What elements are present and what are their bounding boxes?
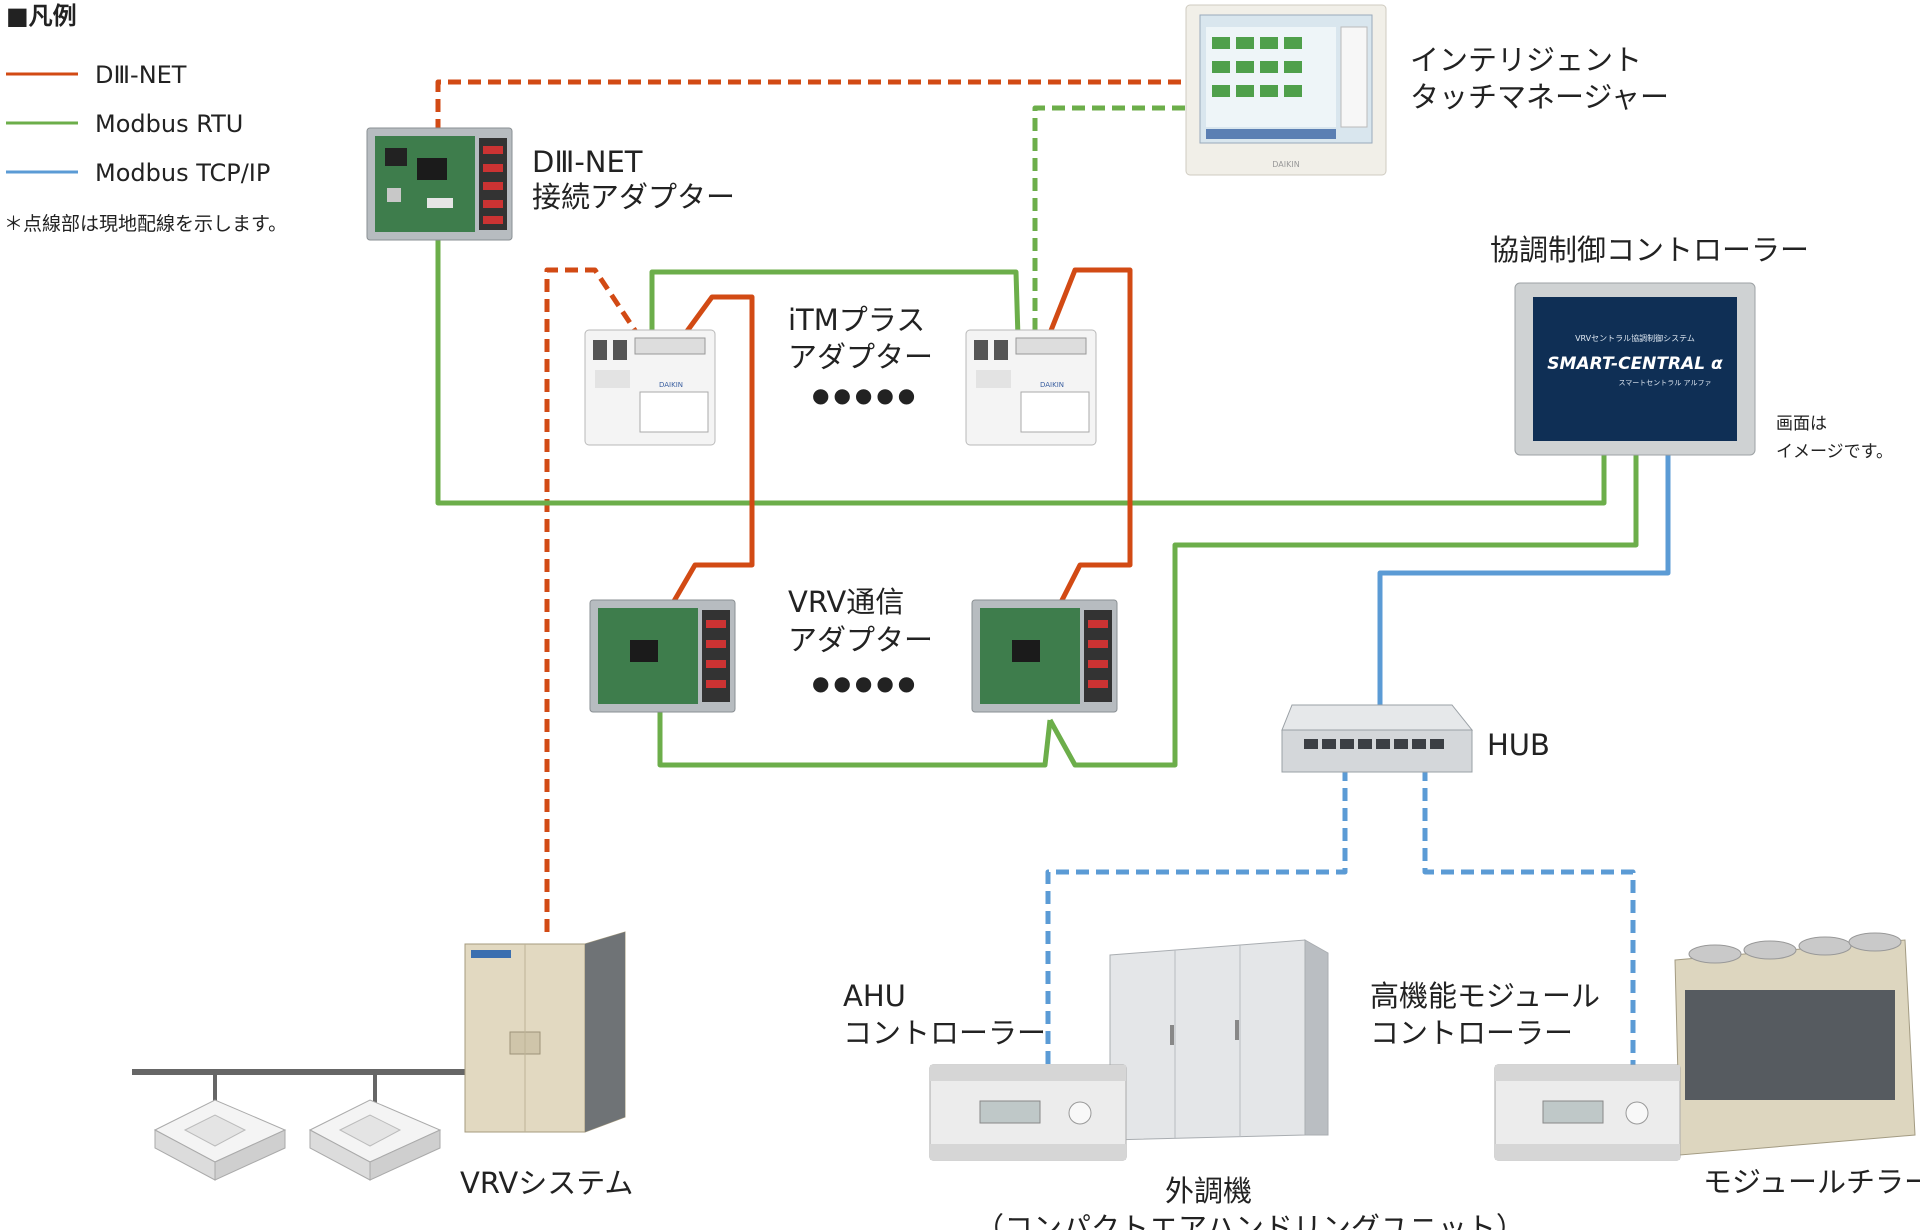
module-controller: [1494, 1064, 1681, 1161]
wires: [435, 79, 1671, 1070]
hub-label: HUB: [1487, 728, 1550, 762]
legend-label-rtu: Modbus RTU: [95, 110, 243, 138]
ahu-label-1: AHU: [843, 979, 906, 1013]
itm-label-2: タッチマネージャー: [1410, 80, 1669, 114]
itmplus1-brand: DAIKIN: [659, 381, 683, 389]
itm-device: DAIKIN: [1185, 4, 1387, 176]
wire-dnet-itmplus1-vrvcomm1: [667, 294, 755, 610]
vrv-system: [132, 931, 626, 1181]
screen-note-1: 画面は: [1776, 414, 1827, 434]
module-ctrl-label-1: 高機能モジュール: [1370, 979, 1600, 1013]
dnet-adapter-label-2: 接続アダプター: [532, 180, 735, 214]
wire-dnet-vrv-itmplus: [544, 267, 643, 932]
vrvcomm-adapter-1: [589, 599, 736, 713]
itmplus-adapter-2: DAIKIN: [965, 329, 1097, 446]
itmplus-dots: ●●●●●: [812, 383, 919, 407]
wire-rtu-vrvcomm-controller: [1047, 455, 1639, 768]
itmplus2-brand: DAIKIN: [1040, 381, 1064, 389]
air-handler: [1109, 939, 1329, 1141]
wire-tcp-controller-hub: [1377, 455, 1671, 712]
outdoor-unit: [464, 931, 626, 1133]
air-handler-label-2: （コンパクトエアハンドリングユニット）: [975, 1211, 1525, 1230]
indoor-unit-2: [308, 1099, 442, 1181]
wire-rtu-itmplus: [649, 269, 1021, 339]
vrv-system-label: VRVシステム: [460, 1166, 633, 1200]
vrvcomm-adapter-2: [971, 599, 1118, 713]
screen-note-2: イメージです。: [1776, 442, 1893, 462]
air-handler-label-1: 外調機: [1165, 1174, 1252, 1208]
module-ctrl-label-2: コントローラー: [1370, 1016, 1573, 1050]
itm-brand: DAIKIN: [1272, 160, 1299, 169]
dnet-adapter-label-1: DⅢ-NET: [532, 145, 643, 179]
ahu-label-2: コントローラー: [843, 1016, 1046, 1050]
controller-device: VRVセントラル協調制御システム SMART-CENTRAL α スマートセント…: [1514, 282, 1756, 456]
ahu-controller: [929, 1064, 1127, 1161]
chiller-label: モジュールチラー: [1703, 1165, 1920, 1199]
wire-tcp-hub-module: [1422, 768, 1636, 1066]
chiller: [1674, 932, 1916, 1156]
legend-title: ■凡例: [6, 2, 77, 30]
wire-rtu-itm-itmplus2: [1032, 105, 1185, 338]
itmplus-label-1: iTMプラス: [788, 303, 925, 337]
controller-screen-line2: SMART-CENTRAL α: [1547, 354, 1723, 374]
legend-label-tcp: Modbus TCP/IP: [95, 159, 270, 187]
vrvcomm-label-1: VRV通信: [788, 585, 904, 619]
itmplus-adapter-1: DAIKIN: [584, 329, 716, 446]
vrvcomm-dots: ●●●●●: [812, 671, 919, 695]
hub-device: [1281, 704, 1474, 773]
wire-dnet-adapter-itm: [435, 79, 1185, 132]
wire-rtu-adapter-controller: [435, 240, 1607, 506]
wire-rtu-vrvcomm-loop: [657, 712, 1053, 768]
wire-dnet-itmplus2-vrvcomm2: [1045, 267, 1133, 610]
itmplus-label-2: アダプター: [788, 340, 933, 374]
legend-label-dnet: DⅢ-NET: [95, 61, 187, 89]
controller-label: 協調制御コントローラー: [1490, 233, 1809, 267]
legend-note: ＊点線部は現地配線を示します。: [4, 213, 287, 235]
controller-screen-line3: スマートセントラル アルファ: [1619, 379, 1712, 387]
vrvcomm-label-2: アダプター: [788, 623, 933, 657]
legend: ■凡例 DⅢ-NET Modbus RTU Modbus TCP/IP ＊点線部…: [4, 2, 287, 235]
indoor-unit-1: [153, 1099, 287, 1181]
controller-screen-line1: VRVセントラル協調制御システム: [1575, 333, 1695, 343]
wire-tcp-hub-ahu: [1045, 768, 1348, 1070]
dnet-adapter-board: [366, 127, 513, 241]
itm-label-1: インテリジェント: [1410, 43, 1642, 77]
